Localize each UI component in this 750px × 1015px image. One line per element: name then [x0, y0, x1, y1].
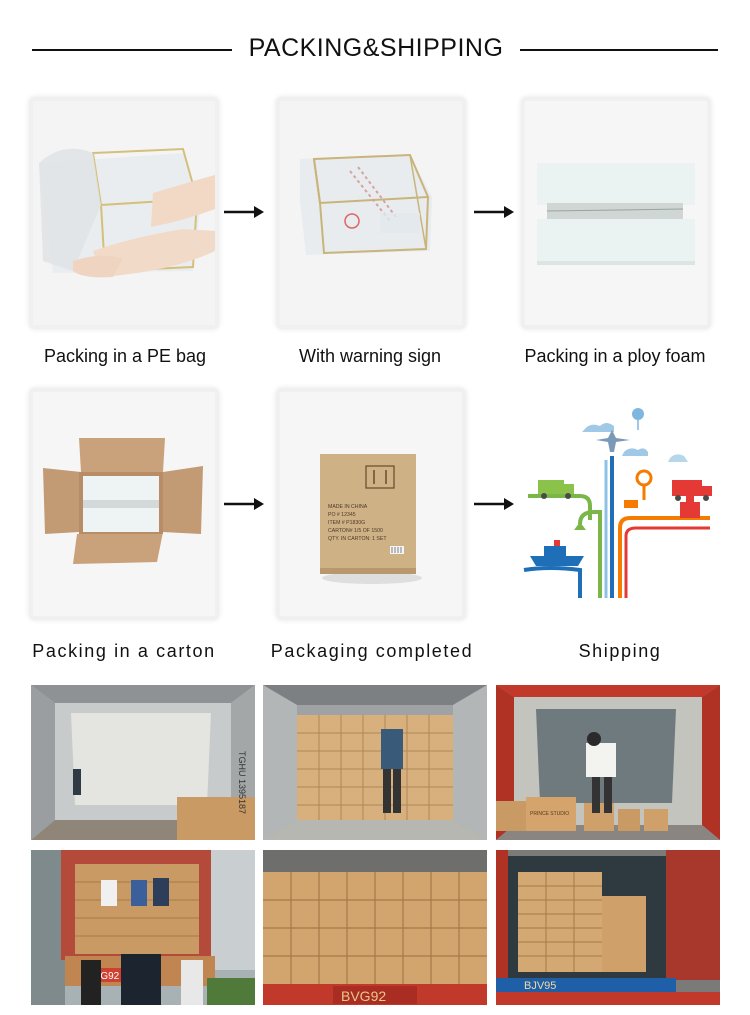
- step-caption: Packing in a carton: [32, 641, 216, 661]
- truck-plate-text: BJV95: [524, 980, 556, 992]
- step-caption: Packaging completed: [270, 641, 474, 661]
- carton-label-line: PO # 12345: [328, 512, 356, 518]
- section-header: PACKING&SHIPPING: [0, 30, 750, 70]
- page-title: PACKING&SHIPPING: [248, 34, 504, 62]
- step-card-pe-bag: [33, 101, 215, 325]
- shipping-illustration: [523, 408, 712, 598]
- pe-bag-image: [33, 101, 215, 325]
- step-caption: Packing in a PE bag: [43, 346, 207, 366]
- loading-photo: [263, 685, 487, 840]
- loading-photo: BVG92: [31, 850, 255, 1005]
- open-carton-image: [33, 392, 215, 616]
- step-caption: Packing in a ploy foam: [524, 346, 706, 366]
- box-brand-text: PRINCE STUDIO: [530, 811, 569, 817]
- loading-photo: PRINCE STUDIO: [496, 685, 720, 840]
- carton-label-line: QTY. IN CARTON: 1 SET: [328, 536, 387, 542]
- arrow-right-icon: [224, 206, 264, 218]
- step-card-carton: [33, 392, 215, 616]
- truck-plate-text: BVG92: [87, 971, 120, 982]
- step-card-warning-sign: [280, 101, 462, 325]
- carton-label-line: MADE IN CHINA: [328, 504, 368, 510]
- header-rule-right: [520, 49, 718, 51]
- truck-plate-text: BVG92: [341, 988, 386, 1004]
- sealed-carton-image: MADE IN CHINA PO # 12345 ITEM # P1830G C…: [280, 392, 462, 616]
- arrow-right-icon: [224, 498, 264, 510]
- arrow-right-icon: [474, 206, 514, 218]
- loading-photo: TGHU 1395187: [31, 685, 255, 840]
- header-rule-left: [32, 49, 232, 51]
- loading-photo: BVG92: [263, 850, 487, 1005]
- warning-sign-image: [280, 101, 462, 325]
- container-number-text: TGHU 1395187: [237, 751, 247, 814]
- carton-label-line: ITEM # P1830G: [328, 520, 365, 526]
- step-card-foam: [525, 101, 707, 325]
- step-card-completed: MADE IN CHINA PO # 12345 ITEM # P1830G C…: [280, 392, 462, 616]
- step-caption: With warning sign: [298, 346, 442, 366]
- carton-label-line: CARTON# 1/5 OF 1500: [328, 528, 383, 534]
- step-caption: Shipping: [578, 641, 662, 661]
- loading-photo: BJV95: [496, 850, 720, 1005]
- foam-image: [525, 101, 707, 325]
- arrow-right-icon: [474, 498, 514, 510]
